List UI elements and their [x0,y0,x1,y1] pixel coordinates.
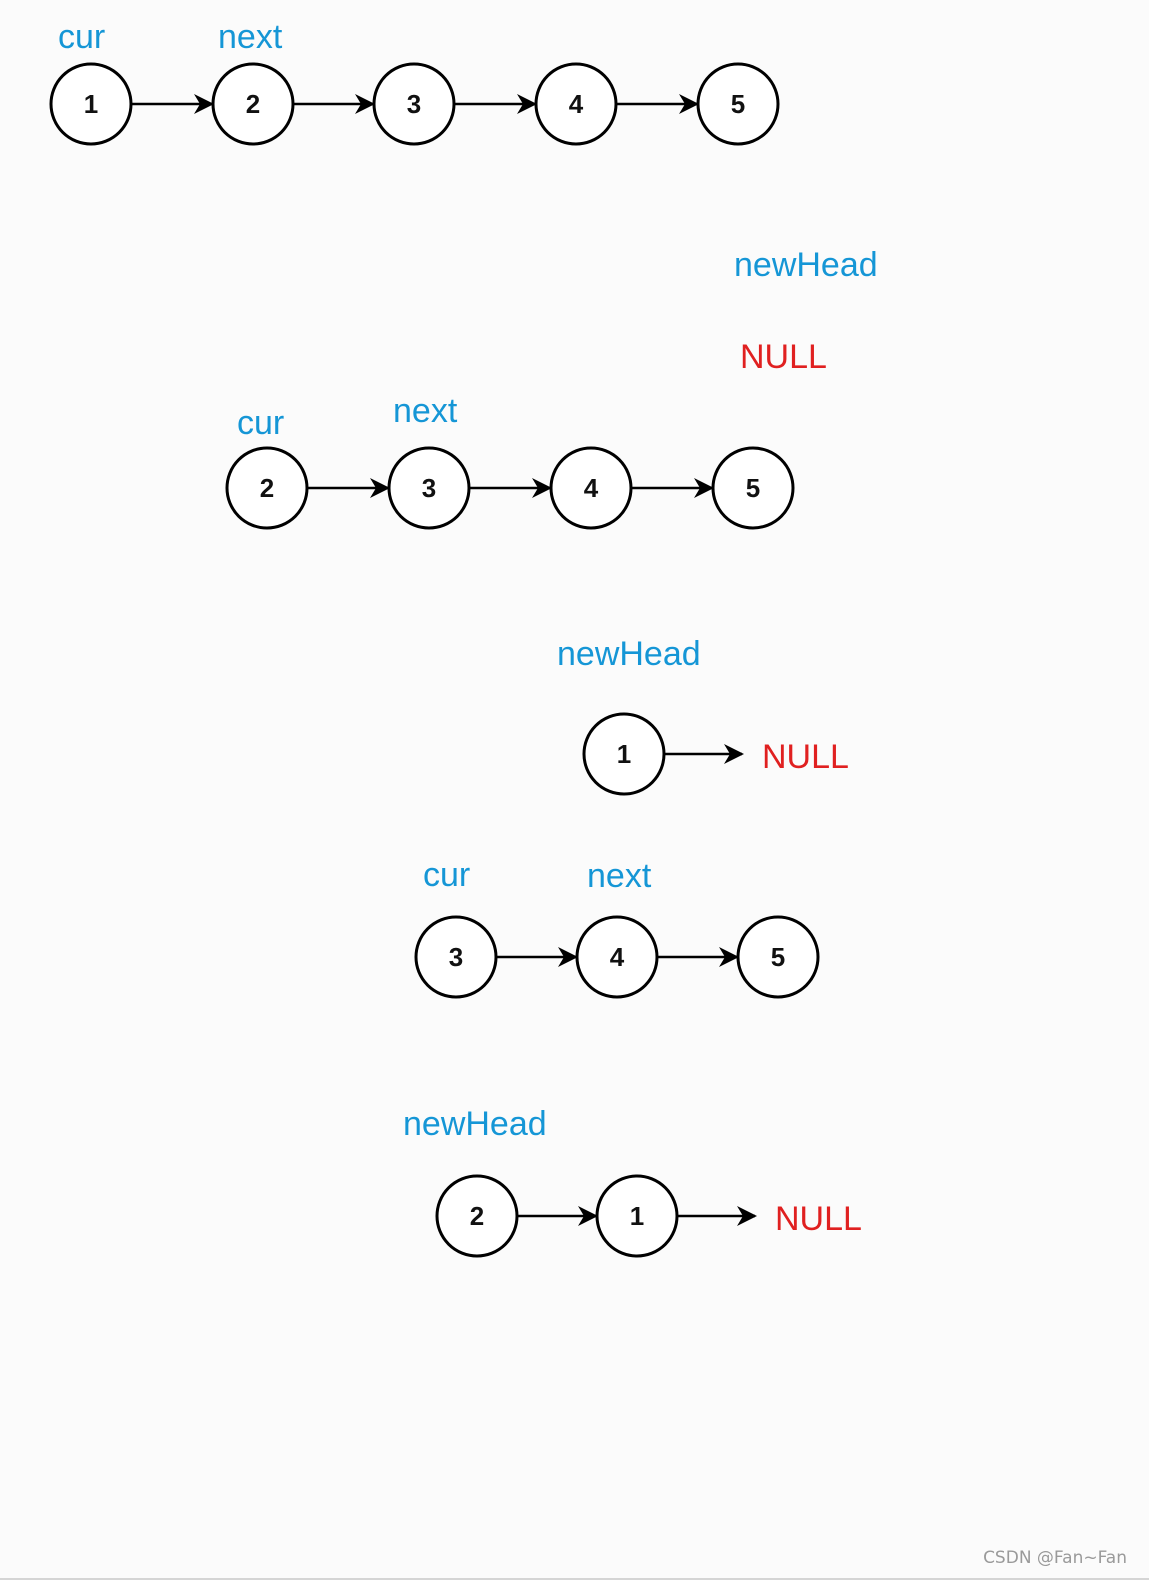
list-node: 3 [372,62,456,146]
cur-pointer-label: cur [423,856,470,894]
list-node: 2 [211,62,295,146]
list-node: 4 [575,915,659,999]
node-circle [49,62,133,146]
node-circle [387,446,471,530]
node-circle [736,915,820,999]
node-circle [225,446,309,530]
new-head-label: newHead [557,635,701,673]
node-value: 4 [584,473,599,503]
cur-pointer-label: cur [237,404,284,442]
node-circle [435,1174,519,1258]
list-node: 1 [582,712,666,796]
list-node: 5 [711,446,795,530]
node-circle [595,1174,679,1258]
next-pointer-label: next [393,392,458,430]
new-head-label: newHead [403,1105,547,1143]
list-node: 1 [595,1174,679,1258]
node-circle [534,62,618,146]
list-node: 5 [736,915,820,999]
node-circle [414,915,498,999]
list-node: 3 [414,915,498,999]
node-value: 3 [407,89,421,119]
node-value: 3 [449,942,463,972]
node-circle [575,915,659,999]
node-value: 1 [84,89,98,119]
node-value: 2 [470,1201,484,1231]
next-pointer-label: next [218,18,283,56]
node-value: 2 [246,89,260,119]
node-value: 1 [617,739,631,769]
node-circle [696,62,780,146]
null-label: NULL [762,738,849,776]
new-head-label: newHead [734,246,878,284]
null-label: NULL [740,338,827,376]
list-node: 5 [696,62,780,146]
node-value: 2 [260,473,274,503]
node-value: 4 [569,89,584,119]
watermark: CSDN @Fan~Fan [983,1548,1127,1568]
next-pointer-label: next [587,857,652,895]
node-circle [372,62,456,146]
list-node: 1 [49,62,133,146]
list-node: 2 [225,446,309,530]
node-value: 5 [731,89,745,119]
list-node: 3 [387,446,471,530]
cur-pointer-label: cur [58,18,105,56]
state-6: NULL 2 1 newHead [403,1105,862,1258]
list-node: 4 [549,446,633,530]
node-circle [711,446,795,530]
node-value: 3 [422,473,436,503]
node-circle [582,712,666,796]
state-3: 2 3 4 5 cur next [225,392,795,530]
bottom-divider [0,1578,1149,1580]
null-label: NULL [775,1200,862,1238]
node-circle [211,62,295,146]
node-value: 5 [746,473,760,503]
list-node: 2 [435,1174,519,1258]
state-4: NULL 1 newHead [557,635,849,796]
list-node: 4 [534,62,618,146]
node-value: 1 [630,1201,644,1231]
node-value: 5 [771,942,785,972]
state-5: 3 4 5 cur next [414,856,820,999]
state-1: 1 2 3 4 5 cur next [49,18,780,146]
node-value: 4 [610,942,625,972]
node-circle [549,446,633,530]
